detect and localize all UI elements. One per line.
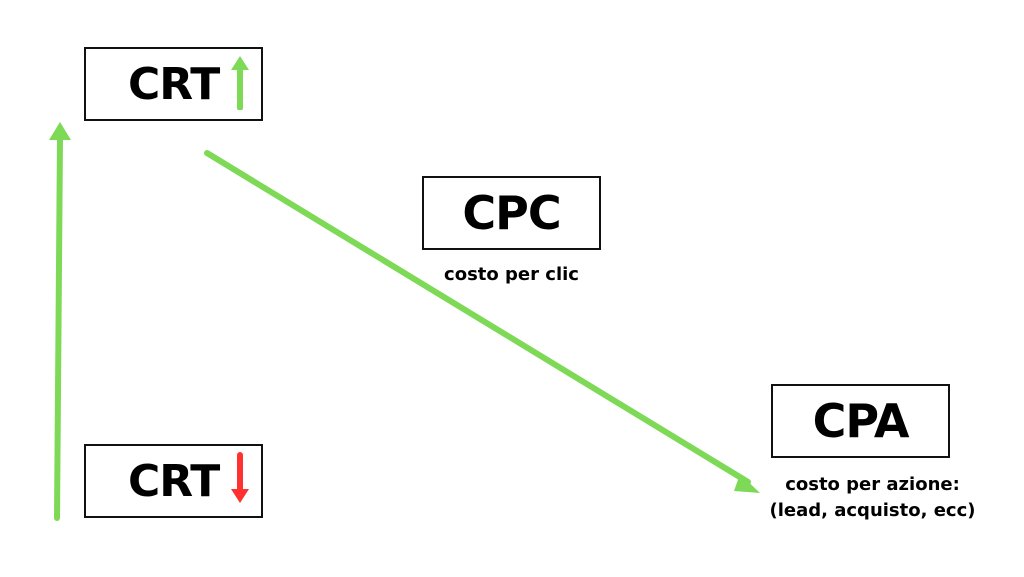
cpa-caption-line1: costo per azione: bbox=[785, 474, 960, 495]
cpa-caption-line2: (lead, acquisto, ecc) bbox=[769, 500, 976, 521]
cpc-label: CPC bbox=[462, 186, 561, 240]
cpc-node: CPC bbox=[422, 176, 601, 250]
cpa-label: CPA bbox=[812, 394, 910, 448]
up-arrow-icon bbox=[229, 54, 251, 114]
cpa-node: CPA bbox=[771, 384, 950, 458]
connector-vertical-arrow bbox=[49, 122, 71, 521]
down-arrow-icon bbox=[229, 451, 251, 511]
crt-high-node: CRT bbox=[84, 47, 263, 121]
crt-low-node: CRT bbox=[84, 444, 263, 518]
cpa-caption: costo per azione: (lead, acquisto, ecc) bbox=[760, 472, 985, 524]
crt-low-label: CRT bbox=[128, 455, 220, 507]
crt-high-label: CRT bbox=[128, 58, 220, 110]
cpc-caption: costo per clic bbox=[444, 264, 579, 285]
